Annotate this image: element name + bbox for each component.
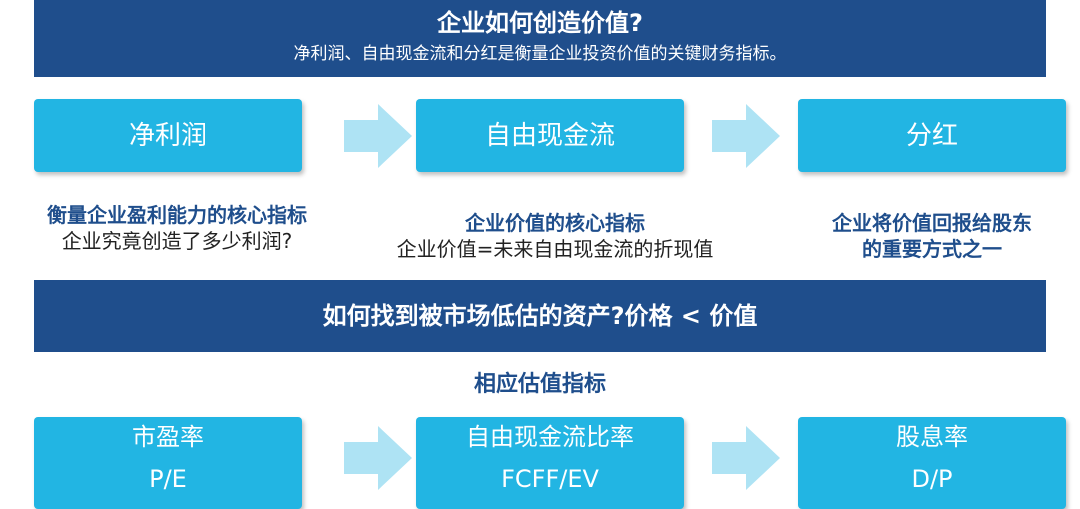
question-banner: 如何找到被市场低估的资产?价格 < 价值 [34, 280, 1046, 352]
valuation-name: 自由现金流比率 [466, 423, 634, 451]
desc-text: 企业价值=未来自由现金流的折现值 [396, 237, 714, 261]
page-subtitle: 净利润、自由现金流和分红是衡量企业投资价值的关键财务指标。 [293, 44, 787, 64]
valuation-abbr: D/P [911, 465, 953, 493]
desc-title: 企业价值的核心指标 [465, 211, 645, 235]
page-title: 企业如何创造价值? [437, 9, 643, 37]
metric-label: 分红 [905, 121, 958, 151]
valuation-name: 股息率 [896, 423, 968, 451]
desc-text: 企业究竟创造了多少利润? [61, 229, 293, 253]
right-arrow-icon [712, 426, 780, 490]
header-banner: 企业如何创造价值? 净利润、自由现金流和分红是衡量企业投资价值的关键财务指标。 [34, 0, 1046, 77]
metric-label: 净利润 [128, 121, 207, 151]
valuation-box-dp: 股息率 D/P [798, 417, 1066, 509]
valuation-abbr: P/E [149, 465, 187, 493]
metric-desc-free-cash-flow: 企业价值的核心指标 企业价值=未来自由现金流的折现值 [360, 210, 750, 262]
right-arrow-icon [344, 104, 412, 168]
metric-box-net-profit: 净利润 [34, 99, 302, 172]
metric-box-dividend: 分红 [798, 99, 1066, 172]
metric-desc-dividend: 企业将价值回报给股东 的重要方式之一 [800, 210, 1064, 262]
valuation-box-pe: 市盈率 P/E [34, 417, 302, 509]
valuation-box-fcff-ev: 自由现金流比率 FCFF/EV [416, 417, 684, 509]
metric-label: 自由现金流 [484, 121, 615, 151]
valuation-abbr: FCFF/EV [501, 465, 599, 493]
valuation-name: 市盈率 [132, 423, 204, 451]
desc-title-cont: 的重要方式之一 [862, 237, 1002, 261]
question-title: 如何找到被市场低估的资产?价格 < 价值 [322, 302, 758, 330]
right-arrow-icon [712, 104, 780, 168]
right-arrow-icon [344, 426, 412, 490]
metric-box-free-cash-flow: 自由现金流 [416, 99, 684, 172]
valuation-section-label: 相应估值指标 [473, 372, 606, 397]
desc-title: 衡量企业盈利能力的核心指标 [47, 203, 307, 227]
metric-desc-net-profit: 衡量企业盈利能力的核心指标 企业究竟创造了多少利润? [14, 202, 340, 254]
desc-title: 企业将价值回报给股东 [832, 211, 1032, 235]
